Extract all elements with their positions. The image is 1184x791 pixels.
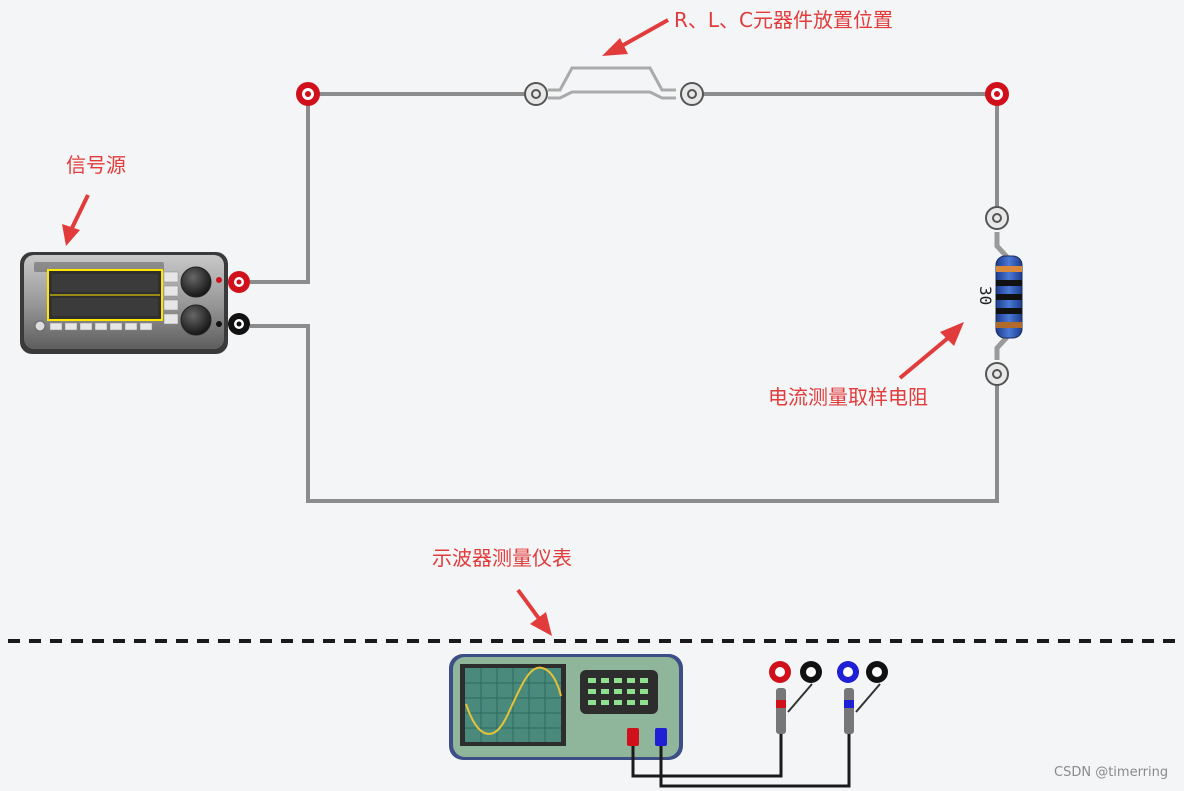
arrow-icon	[516, 588, 552, 636]
wire-top-right	[692, 92, 999, 218]
resistor-band	[996, 266, 1022, 272]
terminal-white-icon[interactable]	[680, 82, 704, 106]
probe-red[interactable]	[776, 688, 786, 734]
terminal-red-icon[interactable]	[985, 82, 1009, 106]
oscilloscope[interactable]	[449, 654, 683, 760]
rlc-position-label: R、L、C元器件放置位置	[674, 8, 894, 32]
resistor-band	[996, 280, 1022, 286]
wire-top-left	[250, 92, 536, 284]
signal-generator[interactable]	[20, 252, 228, 354]
sampling-resistor-label: 电流测量取样电阻	[768, 385, 928, 409]
resistor-band	[996, 308, 1022, 314]
terminal-blue-icon[interactable]	[837, 661, 859, 683]
resistor-leads	[994, 232, 1010, 360]
resistor-value-label: 30	[976, 286, 995, 305]
arrow-icon	[898, 322, 964, 380]
terminal-white-icon[interactable]	[985, 362, 1009, 386]
terminal-red-icon[interactable]	[296, 82, 320, 106]
wires	[250, 66, 1010, 503]
resistor-band	[996, 322, 1022, 328]
probe-cables	[631, 683, 881, 788]
sine-wave	[465, 666, 562, 735]
probe-connector-blue[interactable]	[655, 728, 667, 746]
knob-icon[interactable]	[180, 266, 212, 298]
terminal-white-icon[interactable]	[524, 82, 548, 106]
oscilloscope-label: 示波器测量仪表	[432, 546, 572, 570]
knob-icon[interactable]	[180, 304, 212, 336]
sampling-resistor[interactable]	[995, 255, 1023, 339]
terminal-red-icon[interactable]	[769, 661, 791, 683]
power-button[interactable]	[34, 320, 46, 332]
terminal-black-icon[interactable]	[800, 661, 822, 683]
probe-connector-red[interactable]	[627, 728, 639, 746]
watermark: CSDN @timerring	[1054, 765, 1169, 780]
signal-source-label: 信号源	[66, 153, 126, 177]
terminal-black-icon[interactable]	[216, 313, 250, 335]
arrow-icon	[602, 18, 669, 56]
wire-bottom	[250, 324, 999, 503]
component-placeholder-leads	[548, 66, 676, 100]
probe-blue[interactable]	[844, 688, 854, 734]
generator-buttons[interactable]	[49, 271, 179, 331]
terminal-white-icon[interactable]	[985, 206, 1009, 230]
terminal-red-icon[interactable]	[216, 271, 250, 293]
terminal-black-icon[interactable]	[866, 661, 888, 683]
resistor-band	[996, 294, 1022, 300]
arrow-icon	[62, 194, 90, 246]
